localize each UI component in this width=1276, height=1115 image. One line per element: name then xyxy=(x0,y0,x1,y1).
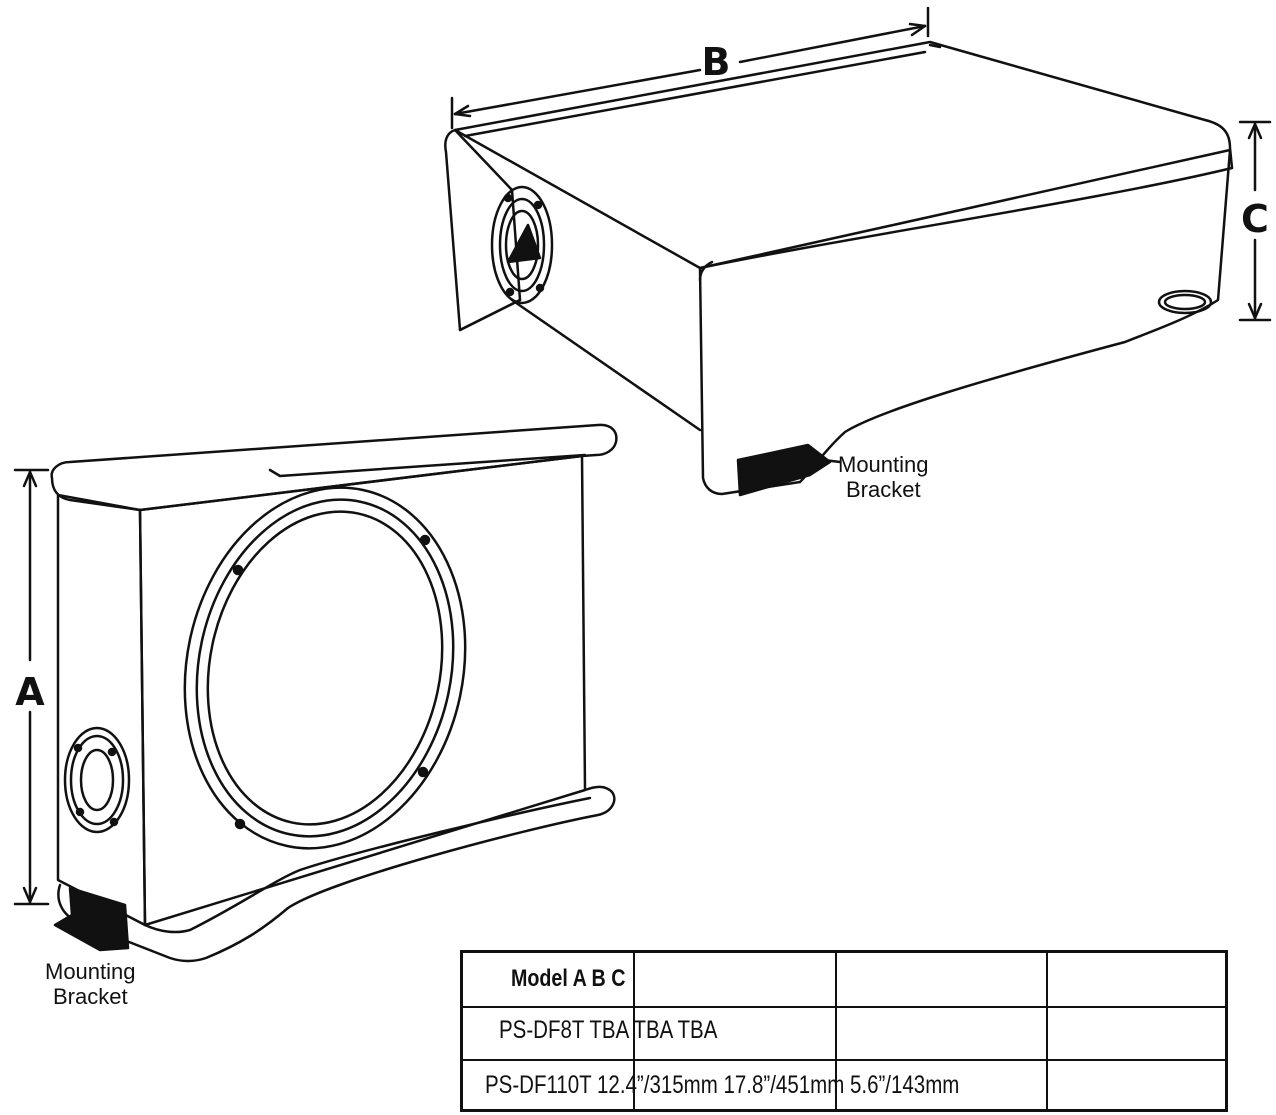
dimension-b-label: B xyxy=(702,40,731,84)
bottom-enclosure xyxy=(50,423,618,963)
bracket-bottom-line2: Bracket xyxy=(53,984,128,1009)
table-header: Model A B C xyxy=(511,965,626,992)
table-column-divider xyxy=(835,953,837,1109)
bracket-bottom-line1: Mounting xyxy=(45,959,136,984)
table-column-divider xyxy=(1046,953,1048,1109)
dimension-c-label: C xyxy=(1241,197,1269,241)
top-enclosure xyxy=(444,40,1234,497)
dimension-a-line xyxy=(13,468,50,906)
table-row-divider xyxy=(463,1059,1225,1061)
table-row: PS-DF110T 12.4”/315mm 17.8”/451mm 5.6”/1… xyxy=(485,1071,960,1099)
dimensions-table: Model A B C PS-DF8T TBA TBA TBA PS-DF110… xyxy=(460,950,1228,1112)
dimension-c-line xyxy=(1238,120,1272,322)
dimension-a-label: A xyxy=(15,670,45,714)
dimension-b-line xyxy=(450,6,930,130)
side-tweeter-icon xyxy=(63,726,131,834)
table-column-divider xyxy=(633,953,635,1109)
woofer-icon xyxy=(183,486,467,850)
bracket-top-line2: Bracket xyxy=(846,477,921,502)
table-row-divider xyxy=(463,1006,1225,1008)
mounting-bracket-top-shape xyxy=(736,443,832,497)
bracket-top-line1: Mounting xyxy=(838,452,929,477)
table-row: PS-DF8T TBA TBA TBA xyxy=(499,1016,718,1044)
mounting-bracket-bottom-shape xyxy=(53,886,130,952)
tweeter-icon xyxy=(490,185,554,305)
